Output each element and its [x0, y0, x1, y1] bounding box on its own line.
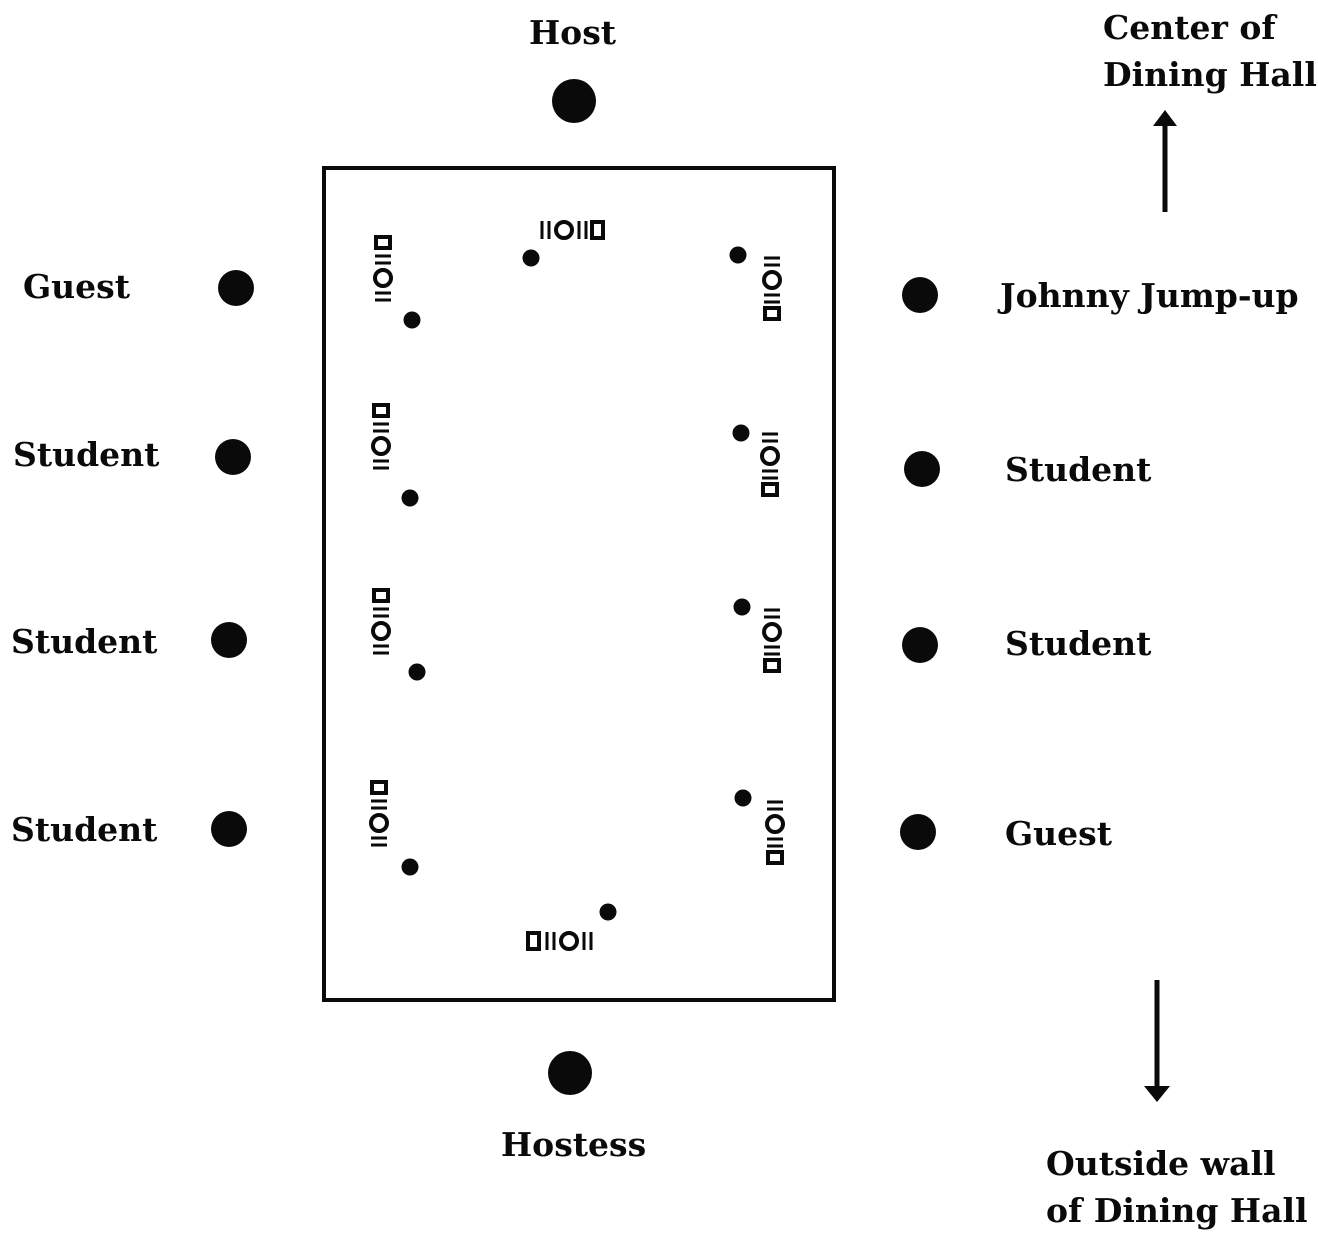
seat-right-2	[904, 451, 940, 487]
label-left-3: Student	[11, 622, 158, 661]
direction-up-line-2: Dining Hall	[1103, 55, 1317, 94]
place-setting-host	[522, 220, 605, 267]
direction-down-label: Outside wall of Dining Hall	[1046, 1140, 1308, 1234]
arrow-up-icon	[1153, 110, 1177, 212]
seat-left-1	[218, 270, 254, 306]
seat-left-4	[211, 811, 247, 847]
direction-up-line-1: Center of	[1103, 8, 1276, 47]
label-right-3: Student	[1005, 624, 1152, 663]
label-hostess: Hostess	[501, 1125, 647, 1164]
label-left-1: Guest	[23, 267, 130, 306]
arrow-down-icon	[1144, 980, 1170, 1102]
place-setting-left-2	[371, 403, 419, 507]
seat-hostess	[548, 1051, 592, 1095]
label-left-2: Student	[13, 435, 160, 474]
place-setting-right-4	[734, 789, 785, 865]
seat-host	[552, 79, 596, 123]
direction-up-label: Center of Dining Hall	[1103, 4, 1317, 98]
place-setting-right-2	[732, 424, 780, 497]
place-settings	[369, 220, 785, 951]
label-right-1: Johnny Jump-up	[1000, 276, 1299, 315]
label-host: Host	[529, 13, 617, 52]
seat-right-3	[902, 627, 938, 663]
place-setting-hostess	[526, 903, 617, 951]
label-right-4: Guest	[1005, 814, 1112, 853]
place-setting-left-1	[373, 235, 421, 329]
place-setting-left-4	[369, 780, 419, 876]
place-setting-right-1	[729, 246, 782, 321]
seat-right-4	[900, 814, 936, 850]
seat-left-3	[211, 622, 247, 658]
seat-right-1	[902, 277, 938, 313]
label-right-2: Student	[1005, 450, 1152, 489]
direction-down-line-2: of Dining Hall	[1046, 1191, 1308, 1230]
dining-table	[322, 166, 836, 1002]
label-left-4: Student	[11, 810, 158, 849]
seat-left-2	[215, 439, 251, 475]
place-setting-right-3	[733, 598, 782, 673]
direction-down-line-1: Outside wall	[1046, 1144, 1276, 1183]
place-setting-left-3	[371, 588, 426, 681]
